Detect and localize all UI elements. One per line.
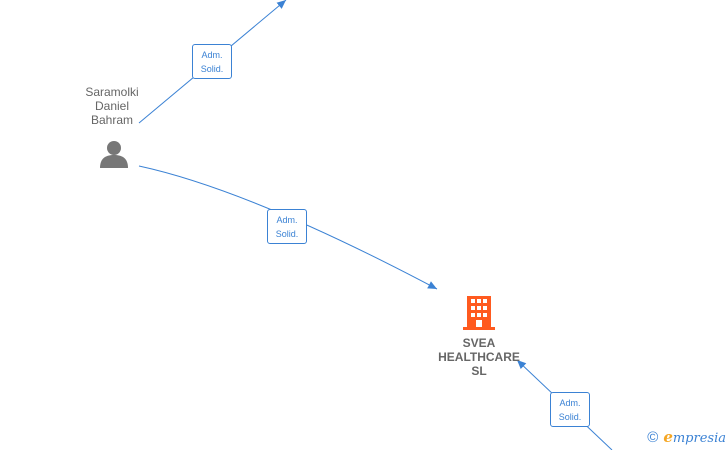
person-name[interactable]: Saramolki Daniel Bahram — [85, 85, 139, 127]
company-name[interactable]: SVEA HEALTHCARE SL — [438, 336, 520, 378]
brand-logo: empresia — [663, 428, 726, 446]
edge-label-role-type: Solid. — [275, 229, 299, 239]
edge-label-middle[interactable]: Adm. Solid. — [267, 209, 307, 244]
brand-initial: e — [663, 428, 673, 446]
edge-label-role-type: Solid. — [200, 64, 224, 74]
edge-line-person-company — [138, 165, 438, 290]
person-icon[interactable] — [99, 140, 129, 168]
building-icon[interactable] — [463, 296, 495, 330]
edge-label-role: Adm. — [276, 215, 298, 225]
copyright-icon: © — [647, 428, 659, 446]
edge-label-role: Adm. — [559, 398, 581, 408]
brand-rest: mpresia — [672, 431, 726, 446]
footer-watermark: © empresia — [647, 428, 726, 446]
edge-label-role: Adm. — [201, 50, 223, 60]
edge-label-bottom[interactable]: Adm. Solid. — [550, 392, 590, 427]
edge-label-top[interactable]: Adm. Solid. — [192, 44, 232, 79]
edge-label-role-type: Solid. — [558, 412, 582, 422]
